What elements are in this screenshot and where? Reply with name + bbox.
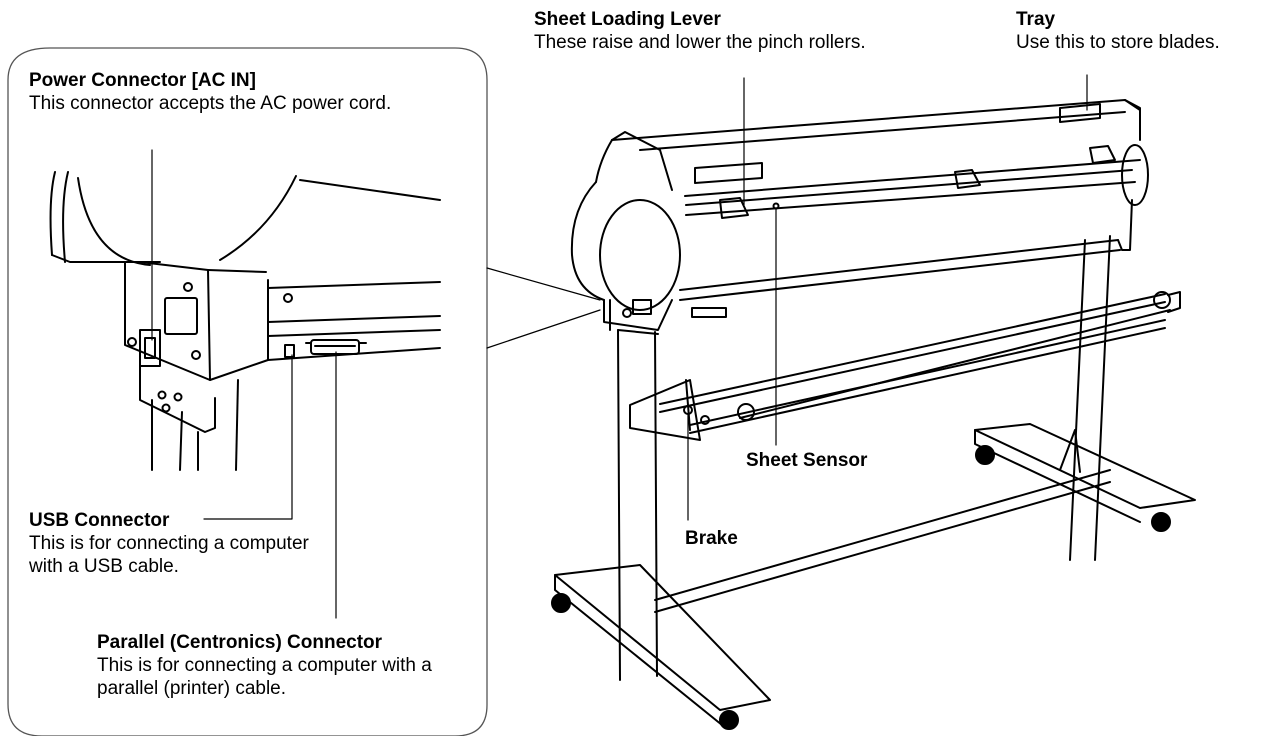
power-connector-title: Power Connector [AC IN] — [29, 70, 256, 91]
sheet-loading-lever-desc: These raise and lower the pinch rollers. — [534, 32, 866, 53]
main-leaders — [687, 74, 1088, 521]
tray-part — [1059, 103, 1101, 123]
label-sheet-sensor: Sheet Sensor — [746, 450, 868, 471]
power-connector-desc: This connector accepts the AC power cord… — [29, 93, 392, 114]
leader-usb — [203, 354, 293, 520]
inset-connector-closeup — [49, 171, 441, 471]
parallel-connector-desc: This is for connecting a computer with a… — [97, 655, 432, 699]
plotter-machine — [551, 99, 1196, 730]
callout-parallel-connector: Parallel (Centronics) Connector This is … — [97, 631, 447, 700]
usb-connector-title: USB Connector — [29, 510, 170, 531]
callout-tray: Tray Use this to store blades. — [1016, 8, 1281, 54]
inset-panel — [7, 47, 488, 736]
tray-title: Tray — [1016, 9, 1056, 30]
parallel-connector-title: Parallel (Centronics) Connector — [97, 632, 383, 653]
tray-desc: Use this to store blades. — [1016, 32, 1220, 53]
callout-usb-connector: USB Connector This is for connecting a c… — [29, 509, 329, 578]
usb-connector-desc: This is for connecting a computer with a… — [29, 533, 309, 577]
inset-leaders — [151, 149, 337, 619]
sheet-loading-lever-title: Sheet Loading Lever — [534, 9, 721, 30]
callout-sheet-loading-lever: Sheet Loading Lever These raise and lowe… — [534, 8, 994, 54]
callout-power-connector: Power Connector [AC IN] This connector a… — [29, 69, 449, 115]
label-brake: Brake — [685, 528, 738, 549]
zoom-lines — [486, 267, 601, 349]
